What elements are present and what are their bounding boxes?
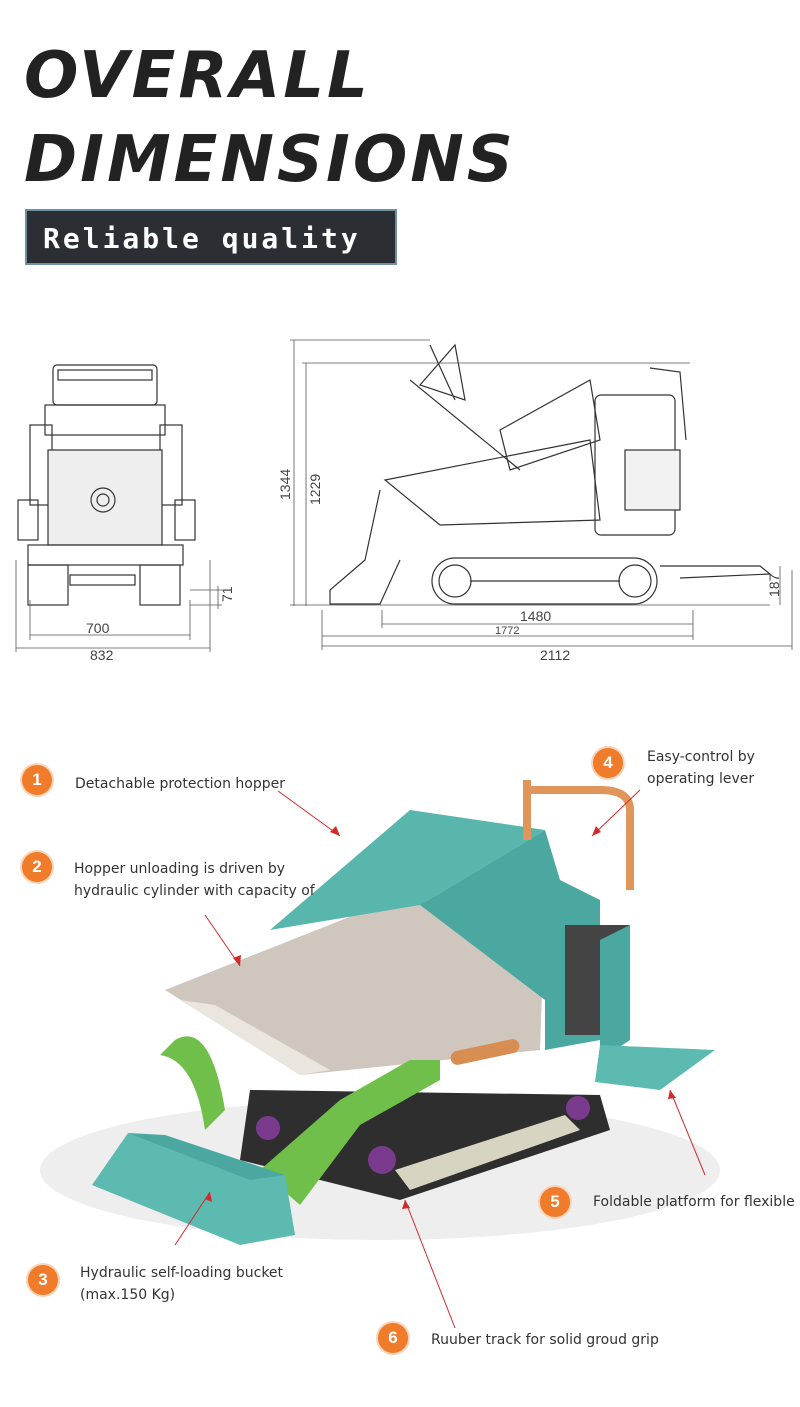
callout-6-text: Ruuber track for solid groud grip — [431, 1332, 659, 1348]
callout-4-text: Easy-control by operating lever — [647, 746, 755, 790]
callout-3-number: 3 — [28, 1265, 58, 1295]
callout-6-number: 6 — [378, 1323, 408, 1353]
dim-832: 832 — [90, 647, 114, 663]
callout-5-text: Foldable platform for flexible — [593, 1194, 795, 1210]
side-view-drawing — [329, 343, 772, 605]
callout-4-line2: operating lever — [647, 771, 755, 787]
callout-arrowheads — [205, 826, 676, 1209]
dim-1772: 1772 — [495, 625, 519, 637]
title-line-2: DIMENSIONS — [24, 123, 516, 197]
title-line-1: OVERALL — [24, 39, 371, 113]
callout-4-line1: Easy-control by — [647, 749, 755, 765]
badge-label: Reliable quality — [43, 222, 361, 255]
callout-1-number: 1 — [22, 765, 52, 795]
dim-1344: 1344 — [277, 469, 293, 500]
dim-1229: 1229 — [307, 474, 323, 505]
callout-2-text: Hopper unloading is driven by hydraulic … — [74, 858, 315, 902]
front-dim-lines — [15, 560, 222, 652]
callout-3-line2: (max.150 Kg) — [80, 1287, 176, 1303]
callout-3-line1: Hydraulic self-loading bucket — [80, 1265, 284, 1281]
machine-render — [40, 780, 720, 1245]
dim-1480: 1480 — [520, 608, 551, 624]
callout-2-line1: Hopper unloading is driven by — [74, 861, 286, 877]
callout-2-line2: hydraulic cylinder with capacity of — [74, 883, 315, 899]
callout-leaders — [174, 789, 706, 1329]
quality-badge: Reliable quality — [25, 209, 397, 265]
dim-71: 71 — [219, 586, 235, 602]
callout-4-number: 4 — [593, 748, 623, 778]
dim-700: 700 — [86, 620, 110, 636]
dim-187: 187 — [766, 573, 782, 597]
front-view-drawing — [17, 364, 196, 606]
dim-2112: 2112 — [540, 647, 570, 663]
callout-2-number: 2 — [22, 852, 52, 882]
callout-1-text: Detachable protection hopper — [75, 776, 285, 792]
callout-3-text: Hydraulic self-loading bucket (max.150 K… — [80, 1262, 283, 1306]
callout-5-number: 5 — [540, 1187, 570, 1217]
side-dim-lines — [290, 339, 793, 650]
